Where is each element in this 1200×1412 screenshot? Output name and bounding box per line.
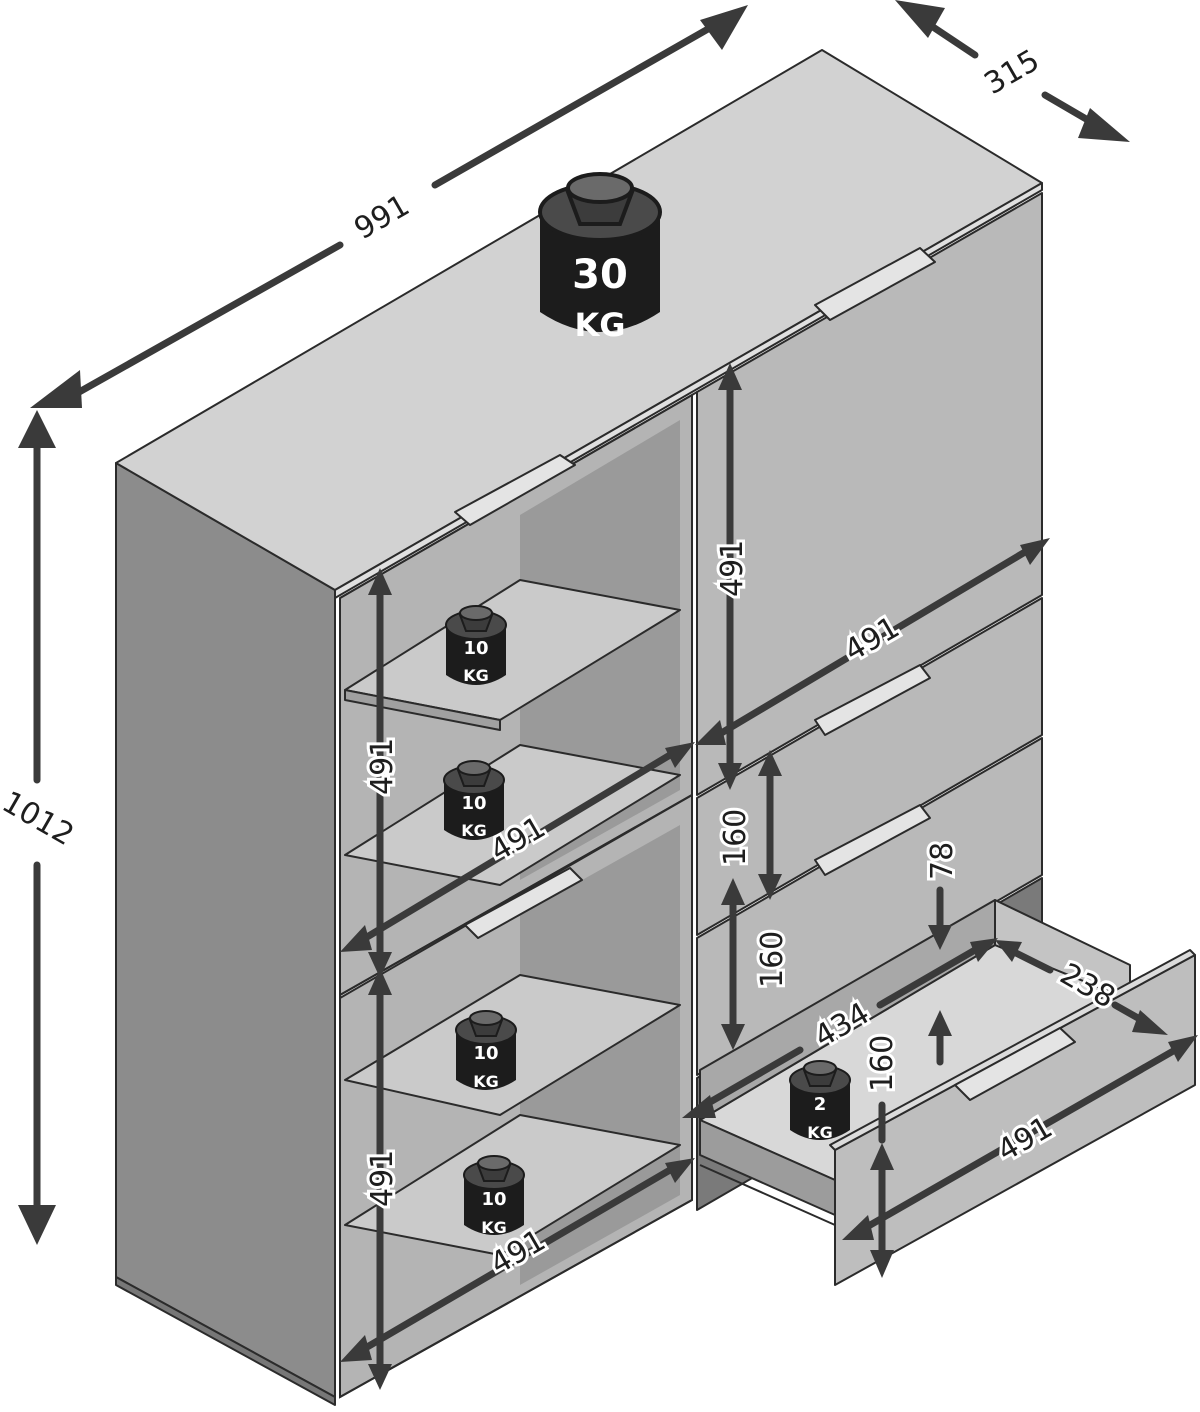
- weight-top-unit: KG: [574, 306, 625, 344]
- height-label: 1012: [0, 785, 80, 853]
- glass-door-frame: [339, 393, 693, 1399]
- drawer-front-top: [829, 949, 1196, 1151]
- weight-shelf-2-unit: KG: [461, 821, 487, 840]
- weight-shelf-2-value: 10: [461, 793, 486, 814]
- drawer-front-height-label: 160: [865, 1035, 900, 1092]
- handle-drawer-1: [814, 664, 931, 736]
- drawer-2-front: [696, 737, 1043, 1076]
- drawer-inner-height-label: 78: [925, 842, 960, 880]
- weight-shelf-3-value: 10: [473, 1043, 498, 1064]
- weight-drawer-value: 2: [814, 1094, 827, 1115]
- handle-right-door: [814, 247, 936, 321]
- handle-drawer-2: [814, 804, 931, 876]
- weight-shelf-1-value: 10: [463, 638, 488, 659]
- right-door-height-label: 491: [715, 540, 750, 597]
- weight-drawer-unit: KG: [807, 1123, 833, 1142]
- dimension-lines: [18, 0, 1198, 1390]
- weight-shelf-4-value: 10: [481, 1189, 506, 1210]
- upper-glass-height-label: 491: [365, 738, 400, 795]
- upper-shelf-underside: [344, 689, 501, 731]
- lower-glass-height-label: 491: [365, 1150, 400, 1207]
- handle-open-drawer: [954, 1027, 1076, 1101]
- depth-label: 315: [979, 43, 1046, 102]
- weight-shelf-1-unit: KG: [463, 666, 489, 685]
- weight-shelf-3-unit: KG: [473, 1072, 499, 1091]
- plinth: [115, 1276, 336, 1406]
- drawer-1-height-label: 160: [718, 809, 753, 866]
- weights: 30 KG 10 KG 10 KG 10 KG 10 KG 2 KG: [443, 172, 851, 1237]
- drawer-2-height-label: 160: [755, 931, 790, 988]
- weight-top-value: 30: [572, 252, 628, 298]
- handle-upper-left: [454, 454, 576, 526]
- width-label: 991: [349, 188, 416, 247]
- weight-shelf-4-unit: KG: [481, 1218, 507, 1237]
- drawer-1-front: [696, 597, 1043, 936]
- left-side-panel: [115, 462, 336, 1398]
- handle-lower-left: [464, 867, 583, 939]
